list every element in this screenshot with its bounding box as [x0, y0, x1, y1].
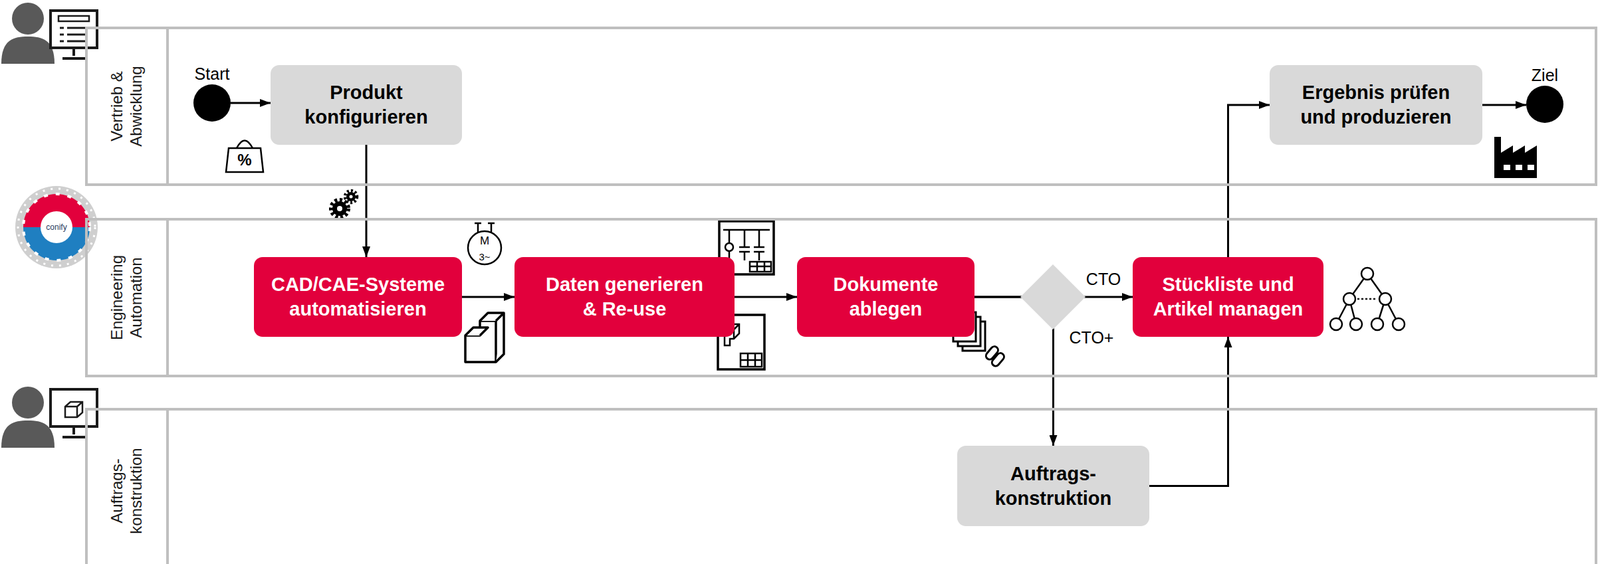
- motor-phase: 3~: [478, 251, 490, 262]
- structure-tree-icon: [1371, 318, 1384, 331]
- factory-icon: [1494, 136, 1537, 179]
- automation-box: Stückliste und Artikel managen: [1132, 257, 1324, 338]
- task-label: Produkt konfigurieren: [278, 80, 455, 130]
- lane-header: Vertrieb & Abwicklung: [87, 29, 169, 184]
- swimlane: Engineering Automation CAD/CAE-Systeme au…: [85, 218, 1598, 378]
- automation-box: Daten generieren & Re-use: [514, 257, 735, 338]
- structure-tree-icon: [1361, 267, 1374, 280]
- cad-block-icon: [465, 313, 504, 363]
- structure-tree-icon: [1379, 293, 1392, 306]
- task-label: CAD/CAE-Systeme automatisieren: [261, 272, 455, 322]
- schematic-icon: [749, 261, 772, 272]
- price-symbol: %: [237, 152, 252, 169]
- structure-tree-icon: [1336, 273, 1399, 325]
- task-label: Auftrags- konstruktion: [965, 461, 1142, 512]
- gear-icon: [344, 190, 357, 203]
- branch-label: CTO: [1084, 269, 1123, 290]
- schematic-icon: [723, 229, 770, 261]
- person-icon: [62, 426, 86, 438]
- schematic-icon: [725, 243, 734, 252]
- factory-icon: [1494, 136, 1537, 179]
- person-icon: [1, 36, 55, 64]
- structure-tree-icon: [1350, 318, 1363, 331]
- flow-arrow: [365, 144, 368, 258]
- flow-arrow: [734, 296, 798, 299]
- task-box: Produkt konfigurieren: [270, 65, 462, 145]
- person-icon: [1, 2, 98, 64]
- task-box: Ergebnis prüfen und produzieren: [1269, 65, 1483, 145]
- price-bag-icon: [226, 140, 264, 173]
- lane-title: Vertrieb & Abwicklung: [107, 43, 147, 170]
- drawing-icon: [740, 353, 762, 367]
- gear-icon: [337, 206, 343, 212]
- lane-header: Auftrags- konstruktion: [87, 410, 169, 564]
- factory-icon: [1515, 164, 1523, 171]
- event-circle: Ziel: [1526, 85, 1564, 123]
- automation-box: Dokumente ablegen: [797, 257, 975, 338]
- gear-icon: [331, 200, 349, 218]
- structure-tree-icon: [1330, 267, 1405, 331]
- drawing-icon: [740, 353, 762, 367]
- task-label: Stückliste und Artikel managen: [1140, 272, 1316, 322]
- documents-icon: [990, 351, 1006, 368]
- person-icon: [11, 2, 44, 35]
- conify-logo: [40, 211, 73, 244]
- structure-tree-icon: [1330, 318, 1343, 331]
- price-bag-icon: [226, 148, 264, 173]
- task-label: Dokumente ablegen: [804, 272, 967, 322]
- flow-arrow: [1482, 104, 1527, 107]
- person-icon: [65, 402, 83, 418]
- flow-arrow: [974, 297, 1054, 447]
- schematic-icon: [749, 261, 772, 272]
- motor-symbol: [467, 231, 502, 265]
- logo-text: conify: [45, 223, 67, 232]
- task-label: Ergebnis prüfen und produzieren: [1288, 80, 1464, 130]
- factory-icon: [1503, 164, 1511, 171]
- flow-arrow: [230, 102, 271, 105]
- event-circle: Start: [193, 84, 231, 122]
- person-icon: [1, 386, 98, 449]
- automation-box: CAD/CAE-Systeme automatisieren: [253, 257, 462, 338]
- structure-tree-icon: [1343, 293, 1356, 306]
- person-icon: [59, 27, 88, 42]
- structure-tree-icon: [1392, 318, 1405, 331]
- lane-header: Engineering Automation: [87, 220, 169, 375]
- motor-symbol: [467, 223, 502, 265]
- cad-block-icon: [465, 313, 504, 363]
- swimlane: Vertrieb & AbwicklungStartProdukt konfig…: [85, 26, 1598, 187]
- task-label: Daten generieren & Re-use: [541, 272, 709, 322]
- flow-arrow: [1228, 105, 1271, 258]
- gear-icon: [349, 195, 353, 199]
- person-icon: [58, 15, 90, 22]
- conify-logo: [23, 194, 90, 261]
- flow-arrow: [461, 296, 515, 299]
- motor-letter: M: [479, 235, 490, 247]
- person-icon: [62, 47, 86, 59]
- lane-title: Engineering Automation: [107, 234, 147, 361]
- lane-title: Auftrags- konstruktion: [107, 428, 147, 555]
- decision-diamond: [1020, 264, 1086, 330]
- flow-arrow: [1149, 337, 1229, 487]
- swimlane: Auftrags- konstruktion Auftrags- konstruk…: [85, 408, 1598, 564]
- person-icon: [50, 10, 98, 48]
- person-icon: [11, 386, 44, 419]
- branch-label: CTO+: [1067, 328, 1117, 348]
- gear-icon: [331, 190, 357, 218]
- person-icon: [1, 420, 55, 449]
- conify-logo: [17, 188, 96, 266]
- event-label: Ziel: [1531, 65, 1559, 86]
- factory-icon: [1527, 164, 1535, 171]
- task-box: Auftrags- konstruktion: [957, 446, 1150, 527]
- event-label: Start: [194, 64, 230, 84]
- price-bag-icon: [236, 140, 253, 149]
- structure-tree-icon: [1357, 298, 1378, 301]
